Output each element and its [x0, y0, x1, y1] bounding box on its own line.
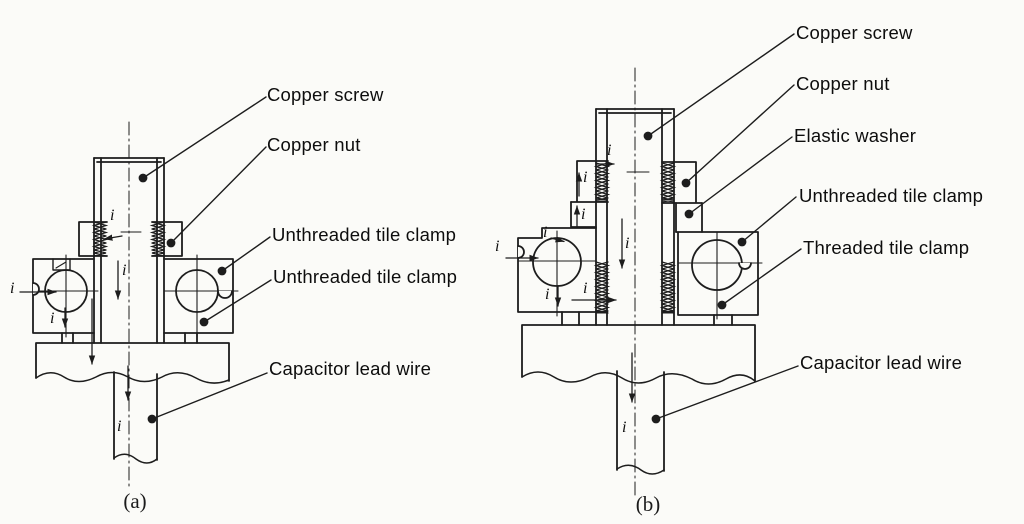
current-symbol: i — [543, 224, 548, 241]
centerline-a — [120, 121, 142, 491]
current-arrows-a — [19, 234, 132, 401]
label-unthreaded-tile-clamp-lower-a: Unthreaded tile clamp — [273, 266, 458, 287]
label-copper-screw-a: Copper screw — [267, 84, 384, 105]
diagram-b — [505, 33, 802, 499]
elastic-washer-b — [570, 201, 703, 233]
tile-clamp-b-left — [517, 227, 597, 317]
leader-dots-b — [643, 131, 747, 424]
leader-dots-a — [138, 173, 227, 424]
label-capacitor-lead-wire-a: Capacitor lead wire — [269, 358, 432, 379]
label-threaded-tile-clamp-b: Threaded tile clamp — [803, 237, 970, 258]
capacitor-lead-wire-a — [35, 332, 230, 464]
current-symbol: i — [583, 280, 588, 297]
tile-clamp-a-right — [163, 254, 239, 338]
current-symbol: i — [495, 238, 500, 255]
thread-hatching-b-nut-right — [659, 162, 677, 203]
current-symbol: i — [117, 418, 122, 435]
current-arrows-b — [505, 160, 636, 403]
current-symbol: i — [607, 142, 612, 159]
caption-b: (b) — [635, 492, 661, 516]
label-unthreaded-tile-clamp-b: Unthreaded tile clamp — [799, 185, 984, 206]
label-copper-screw-b: Copper screw — [796, 22, 913, 43]
current-symbol: i — [622, 419, 627, 436]
leader-lines-b — [643, 33, 802, 424]
label-capacitor-lead-wire-b: Capacitor lead wire — [800, 352, 963, 373]
thread-hatching-b-clamp-right — [659, 261, 677, 314]
leader-lines-a — [138, 96, 272, 424]
current-symbol: i — [50, 310, 55, 327]
thread-hatching-a-right — [149, 221, 167, 257]
copper-nut-b — [570, 160, 703, 204]
tile-clamp-b-right — [675, 231, 763, 320]
capacitor-lead-wire-b — [521, 311, 756, 475]
caption-a: (a) — [123, 489, 147, 513]
current-symbol: i — [583, 169, 588, 186]
current-symbol: i — [122, 262, 127, 279]
copper-nut-a — [78, 221, 183, 257]
current-symbol: i — [625, 235, 630, 252]
current-symbol: i — [545, 286, 550, 303]
label-copper-nut-a: Copper nut — [267, 134, 361, 155]
current-symbol: i — [581, 206, 586, 223]
label-unthreaded-tile-clamp-upper-a: Unthreaded tile clamp — [272, 224, 457, 245]
label-copper-nut-b: Copper nut — [796, 73, 890, 94]
current-symbol: i — [110, 207, 115, 224]
diagram-a — [19, 96, 272, 491]
label-elastic-washer-b: Elastic washer — [794, 125, 917, 146]
centerline-b — [626, 67, 650, 499]
current-symbol: i — [10, 280, 15, 297]
